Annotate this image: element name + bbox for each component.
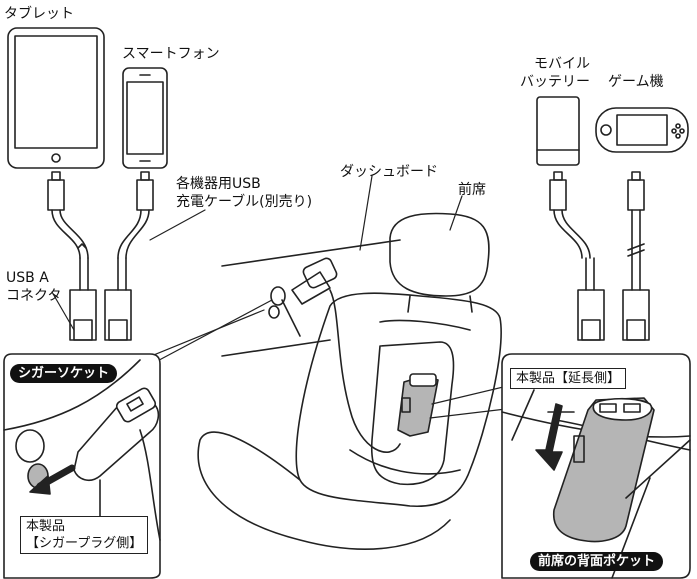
seat-illustration: [197, 212, 502, 550]
smartphone-icon: [122, 67, 168, 169]
small-plug: [268, 257, 401, 453]
game-console-icon: [595, 107, 689, 153]
label-cigar-socket: シガーソケット: [10, 364, 118, 383]
right-inset: [501, 353, 691, 579]
small-extension: [397, 373, 439, 437]
label-front-seat: 前席: [458, 182, 486, 198]
label-product-plug-2: 【シガープラグ側】: [26, 536, 143, 551]
label-mobile-battery-1: モバイル: [534, 56, 590, 72]
label-product-plug-1: 本製品: [26, 519, 66, 534]
label-tablet: タブレット: [4, 6, 74, 22]
label-cable-1: 各機器用USB: [176, 176, 261, 192]
leader-lines: [51, 175, 463, 331]
label-seat-pocket: 前席の背面ポケット: [530, 552, 664, 571]
label-smartphone: スマートフォン: [122, 46, 220, 62]
label-usb-a-2: コネクタ: [6, 288, 62, 304]
label-mobile-battery-2: バッテリー: [520, 74, 590, 90]
cable-mobile-battery: [549, 171, 605, 341]
label-product-ext: 本製品【延長側】: [510, 368, 627, 389]
tablet-icon: [7, 27, 105, 169]
label-game-console: ゲーム機: [608, 74, 664, 90]
dashboard-lines: [221, 239, 401, 357]
box-product-plug: 本製品 【シガープラグ側】: [20, 516, 149, 554]
label-dashboard: ダッシュボード: [340, 164, 438, 180]
cable-tablet: [47, 171, 97, 341]
cable-smartphone: [104, 171, 154, 341]
mobile-battery-icon: [536, 96, 580, 166]
cable-game-console: [622, 171, 650, 341]
label-cable-2: 充電ケーブル(別売り): [176, 194, 313, 210]
label-usb-a-1: USB A: [6, 270, 49, 286]
